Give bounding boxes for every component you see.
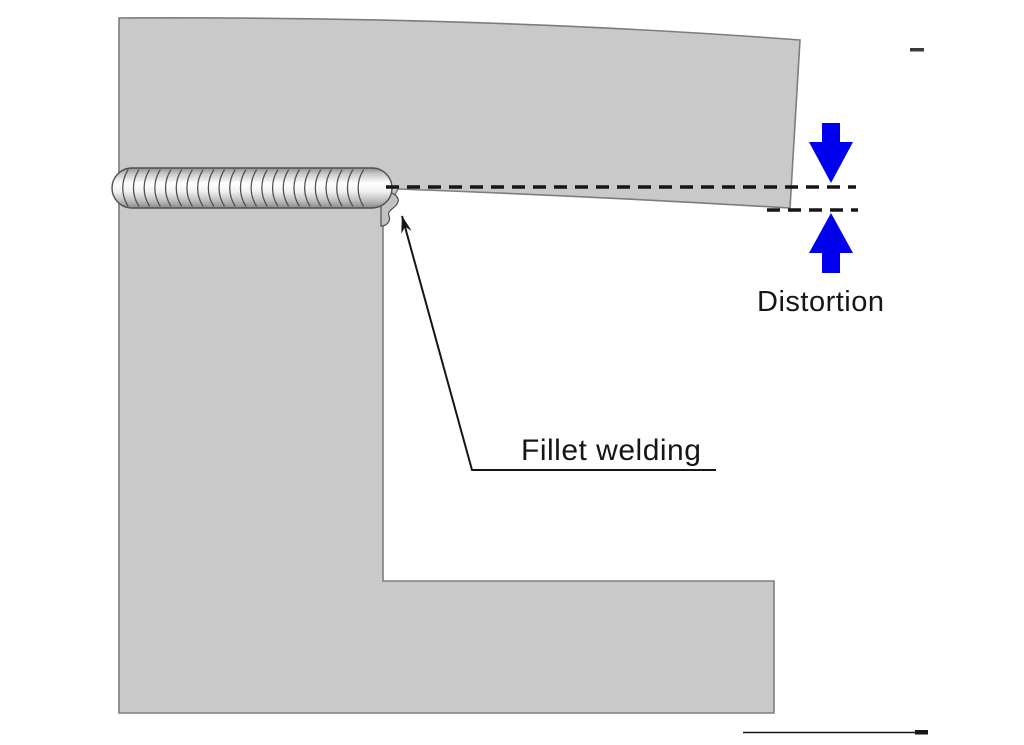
weld-bead-ribs xyxy=(122,169,365,207)
baseline-mark-bottom-end xyxy=(915,730,928,735)
fillet-welding-label: Fillet welding xyxy=(521,434,701,467)
fillet-weld-leader-arrow xyxy=(401,215,716,471)
tick-mark-top-right xyxy=(910,48,924,52)
plate-body xyxy=(118,17,801,714)
distortion-arrow-up-icon xyxy=(809,213,853,273)
distortion-label: Distortion xyxy=(757,286,885,318)
distortion-arrow-down-icon xyxy=(809,123,853,183)
